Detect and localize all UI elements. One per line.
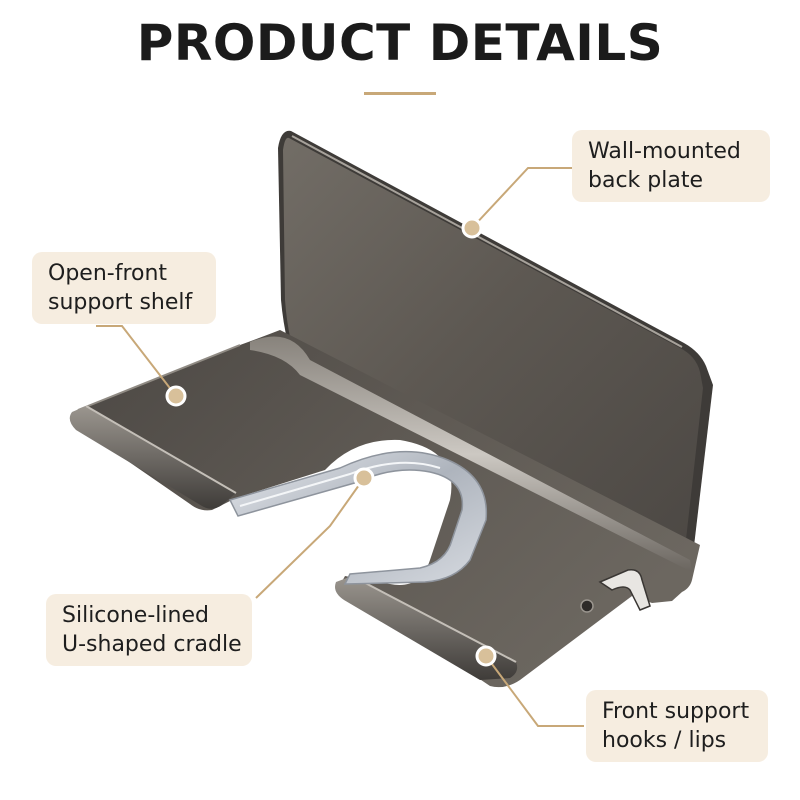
callout-hooks-line2: hooks / lips [602, 728, 727, 753]
callout-back-plate: Wall-mounted back plate [572, 130, 770, 202]
callout-cradle-line1: Silicone-lined [62, 603, 209, 628]
leader-lines [96, 167, 584, 727]
screw-hole [580, 599, 594, 613]
callout-support-shelf-line1: Open-front [48, 261, 168, 286]
callout-support-shelf: Open-front support shelf [32, 252, 216, 324]
title-underline [364, 92, 436, 95]
callout-cradle-line2: U-shaped cradle [62, 632, 242, 657]
left-front-lip [69, 405, 237, 509]
back-plate [278, 130, 713, 581]
page-title: PRODUCT DETAILS [136, 14, 664, 72]
support-shelf [77, 330, 700, 688]
callout-support-shelf-line2: support shelf [48, 290, 193, 315]
callout-back-plate-line1: Wall-mounted [588, 139, 741, 164]
mounting-slot [598, 568, 651, 611]
silicone-cradle [228, 450, 488, 585]
callout-hooks: Front support hooks / lips [586, 690, 768, 762]
callout-back-plate-line2: back plate [588, 168, 703, 193]
callout-hooks-line1: Front support [602, 699, 750, 724]
callout-cradle: Silicone-lined U-shaped cradle [46, 594, 252, 666]
leader-dots [165, 217, 497, 667]
